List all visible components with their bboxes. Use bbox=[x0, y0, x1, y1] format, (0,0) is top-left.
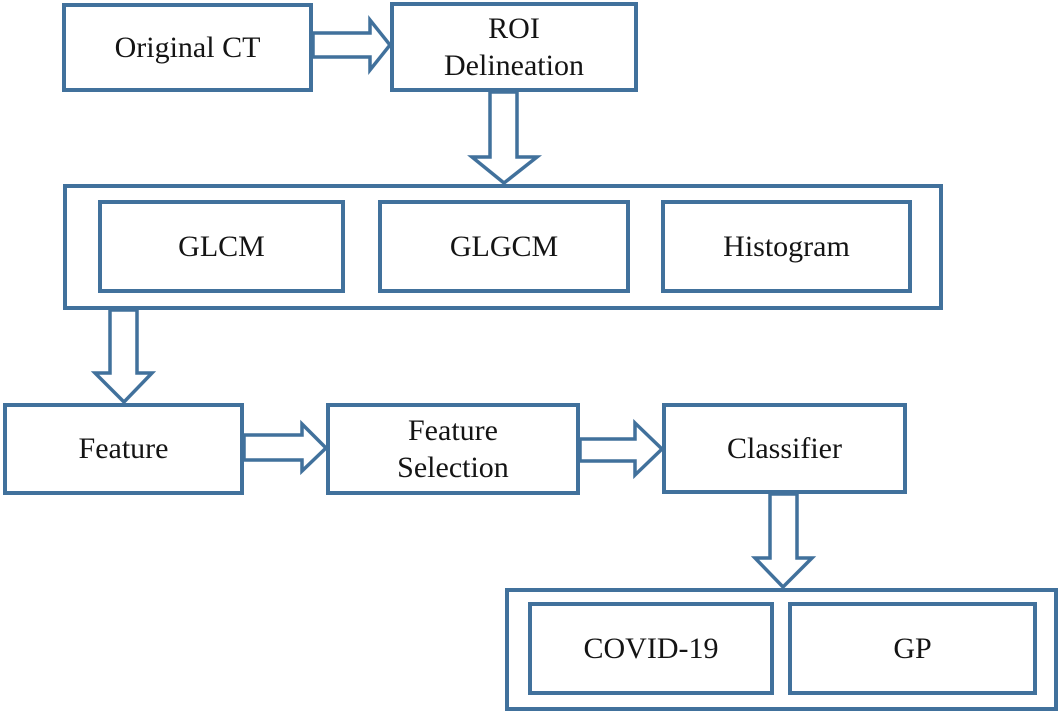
node-covid19: COVID-19 bbox=[528, 602, 774, 695]
node-glgcm: GLGCM bbox=[378, 200, 630, 293]
node-feature: Feature bbox=[3, 403, 244, 495]
node-glcm: GLCM bbox=[98, 200, 345, 293]
node-covid19-label: COVID-19 bbox=[583, 631, 719, 665]
arrow-down-classifier-to-output-icon bbox=[750, 492, 817, 590]
node-feature-selection: Feature Selection bbox=[326, 403, 580, 495]
arrow-right-feature-to-selection-icon bbox=[242, 419, 329, 476]
arrow-down-features-to-feature-icon bbox=[90, 308, 157, 405]
node-feature-label: Feature bbox=[78, 432, 169, 466]
node-roi-delineation-label: ROI Delineation bbox=[444, 11, 584, 83]
node-classifier-label: Classifier bbox=[727, 431, 842, 465]
arrow-down-roi-to-features-icon bbox=[467, 90, 543, 186]
arrow-right-selection-to-classifier-icon bbox=[578, 418, 665, 480]
node-glgcm-label: GLGCM bbox=[449, 229, 559, 263]
node-feature-selection-label: Feature Selection bbox=[397, 413, 509, 485]
node-gp: GP bbox=[788, 602, 1037, 695]
node-histogram-label: Histogram bbox=[723, 229, 850, 263]
node-histogram: Histogram bbox=[661, 200, 912, 293]
node-original-ct-label: Original CT bbox=[114, 30, 261, 64]
node-glcm-label: GLCM bbox=[178, 229, 265, 263]
arrow-right-original-ct-to-roi-icon bbox=[311, 15, 393, 75]
node-gp-label: GP bbox=[893, 631, 932, 665]
node-roi-delineation: ROI Delineation bbox=[390, 2, 638, 92]
node-classifier: Classifier bbox=[662, 403, 907, 494]
node-original-ct: Original CT bbox=[62, 3, 313, 92]
